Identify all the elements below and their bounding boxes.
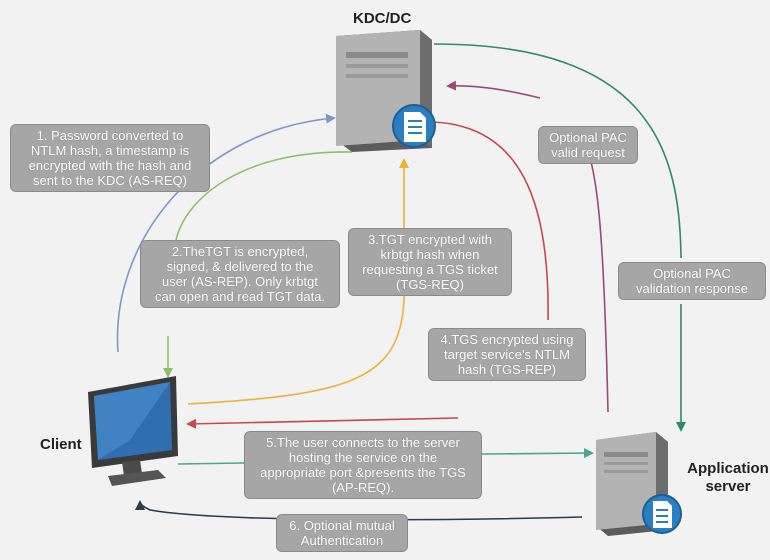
step3-line4: (TGS-REQ) — [396, 277, 464, 292]
step5-line1: 5.The user connects to the server — [266, 435, 460, 450]
step5-line2: hosting the service on the — [288, 450, 438, 465]
client-label: Client — [40, 436, 82, 453]
pac-response-line1: Optional PAC — [653, 266, 731, 281]
app-server-label-line1: Application — [687, 460, 769, 477]
arrow-step2-as-rep — [175, 151, 353, 241]
step4-line1: 4.TGS encrypted using — [440, 332, 574, 347]
arrow-pac-response — [433, 43, 682, 259]
arrow-step4-tgs-rep-lower — [186, 417, 459, 429]
arrow-step3-tgs-req — [187, 158, 409, 405]
step6-line1: 6. Optional mutual — [289, 518, 395, 533]
kdc-label: KDC/DC — [353, 10, 412, 27]
arrow-step4-tgs-rep — [431, 121, 549, 321]
step5-line3: appropriate port &presents the TGS — [260, 465, 466, 480]
step1-as-req-box: 1. Password converted to NTLM hash, a ti… — [10, 124, 210, 192]
app-server-label: Application server — [686, 460, 770, 496]
arrow-step6-mutual-auth — [135, 500, 583, 521]
step2-as-rep-box: 2.TheTGT is encrypted, signed, & deliver… — [140, 240, 340, 308]
step2-line1: 2.TheTGT is encrypted, — [171, 244, 309, 259]
step3-line2: krbtgt hash when — [380, 247, 480, 262]
step1-line1: 1. Password converted to — [36, 128, 184, 143]
pac-request-line1: Optional PAC — [549, 130, 627, 145]
step2-line3: user (AS-REP). Only krbtgt — [161, 274, 319, 289]
pac-response-box: Optional PAC validation response — [618, 262, 766, 300]
step4-line2: target service's NTLM — [443, 347, 570, 362]
step1-line3: encrypted with the hash and — [28, 158, 192, 173]
step6-line2: Authentication — [300, 533, 384, 548]
arrow-pac-request-top — [446, 80, 541, 99]
client-monitor-icon — [88, 376, 178, 486]
step2-line2: signed, & delivered to the — [166, 259, 314, 274]
step1-line4: sent to the KDC (AS-REQ) — [33, 173, 187, 188]
step4-line3: hash (TGS-REP) — [457, 362, 557, 377]
arrow-step1-as-req — [116, 113, 336, 353]
app-server-icon — [596, 432, 682, 536]
app-server-label-line2: server — [705, 478, 751, 495]
kdc-server-icon — [336, 30, 436, 152]
step5-line4: (AP-REQ). — [331, 480, 395, 495]
arrow-step5-ap-req — [177, 462, 245, 465]
step5-ap-req-box: 5.The user connects to the server hostin… — [244, 431, 482, 499]
pac-request-box: Optional PAC valid request — [538, 126, 638, 164]
pac-response-line2: validation response — [635, 281, 749, 296]
pac-request-line2: valid request — [551, 145, 625, 160]
arrow-step5-ap-req-right — [481, 448, 594, 459]
step4-tgs-rep-box: 4.TGS encrypted using target service's N… — [428, 328, 586, 381]
step6-mutual-auth-box: 6. Optional mutual Authentication — [276, 514, 408, 552]
step3-line3: requesting a TGS ticket — [362, 262, 498, 277]
step1-line2: NTLM hash, a timestamp is — [30, 143, 190, 158]
step3-tgs-req-box: 3.TGT encrypted with krbtgt hash when re… — [348, 228, 512, 296]
step2-line4: can open and read TGT data. — [154, 289, 326, 304]
step3-line1: 3.TGT encrypted with — [367, 232, 493, 247]
